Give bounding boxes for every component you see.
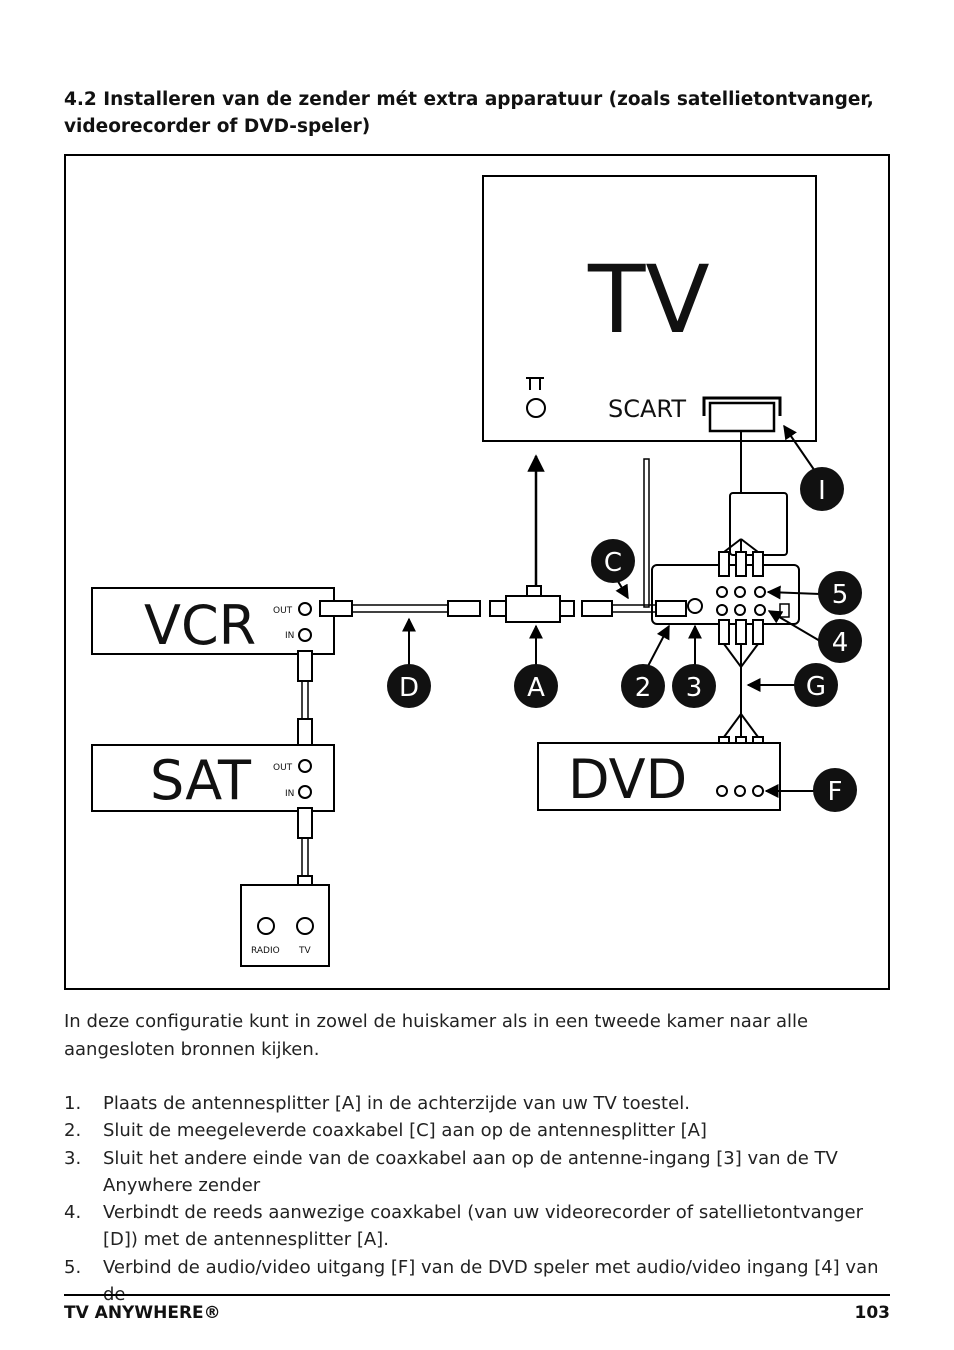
callout-g: G [794,663,838,707]
intro-paragraph: In deze configuratie kunt in zowel de hu… [64,1011,809,1060]
svg-text:5: 5 [832,580,849,610]
page-number: 103 [854,1303,891,1323]
svg-text:A: A [527,673,545,703]
rca-plugs-bottom [718,619,764,669]
step-number: 2. [64,1120,82,1142]
step-text: Sluit de meegeleverde coaxkabel [C] aan … [103,1120,707,1142]
callout-d: D [387,664,431,708]
connection-diagram: TV SCART [64,154,890,990]
vcr-device: VCR OUT IN [91,587,335,657]
step-number: 1. [64,1093,82,1114]
sat-label: SAT [150,749,252,812]
step-number: 4. [64,1202,82,1224]
svg-text:C: C [604,548,622,578]
vcr-out-label: OUT [273,606,293,616]
sat-device: SAT OUT IN [91,744,335,812]
transmitter-antenna [643,458,650,608]
vcr-in-label: IN [285,631,294,641]
section-heading: 4.2 Installeren van de zender mét extra … [64,89,874,137]
svg-text:2: 2 [635,673,652,703]
antenna-input-icon [526,377,546,418]
svg-text:I: I [818,476,826,506]
callout-f: F [813,768,857,812]
dvd-device: DVD [537,742,781,811]
coax-cable-d [319,600,481,617]
list-item: 1. Plaats de antennesplitter [A] in de a… [64,1090,894,1117]
tv-set: TV SCART [482,175,817,442]
callout-i: I [800,467,844,511]
step-text: Plaats de antennesplitter [A] in de acht… [103,1093,690,1114]
callout-a: A [514,664,558,708]
callout-2: 2 [621,664,665,708]
list-item: 2. Sluit de meegeleverde coaxkabel [C] a… [64,1117,894,1144]
diagram-frame [64,154,890,990]
callout-c: C [591,539,635,583]
callout-5: 5 [818,571,862,615]
list-item: 4. Verbindt de reeds aanwezige coaxkabel… [64,1199,894,1254]
step-text: Verbind de audio/video uitgang [F] van d… [103,1256,879,1306]
step-text: Sluit het andere einde van de coaxkabel … [103,1147,838,1196]
footer-brand: TV ANYWHERE® [64,1303,221,1323]
antenna-splitter [489,585,575,623]
dvd-label: DVD [568,748,687,811]
svg-text:G: G [806,672,826,702]
callout-3: 3 [672,664,716,708]
sat-out-label: OUT [273,763,293,773]
sat-in-label: IN [285,789,294,799]
svg-text:3: 3 [686,673,703,703]
coax-cable-c [581,600,687,617]
list-item: 3. Sluit het andere einde van de coaxkab… [64,1145,894,1200]
scart-label: SCART [608,395,686,423]
vcr-label: VCR [144,594,256,657]
step-number: 5. [64,1256,82,1278]
wall-radio-label: RADIO [251,946,280,956]
coax-vcr-sat [297,650,313,750]
installation-steps: 1. Plaats de antennesplitter [A] in de a… [64,1090,894,1308]
list-item: 5. Verbind de audio/video uitgang [F] va… [64,1254,894,1309]
svg-text:F: F [828,777,843,807]
callout-4: 4 [818,619,862,663]
step-number: 3. [64,1147,82,1169]
power-adapter [729,492,788,556]
wall-socket: RADIO TV [240,884,330,967]
svg-text:4: 4 [832,628,849,658]
wall-tv-label: TV [298,946,311,956]
tv-label: TV [587,246,710,355]
step-text: Verbindt de reeds aanwezige coaxkabel (v… [103,1202,863,1251]
scart-connector-icon [702,396,782,433]
footer-divider [64,1294,890,1296]
svg-text:D: D [399,673,419,703]
rca-plugs-top [718,538,764,577]
tv-anywhere-transmitter [651,564,800,625]
